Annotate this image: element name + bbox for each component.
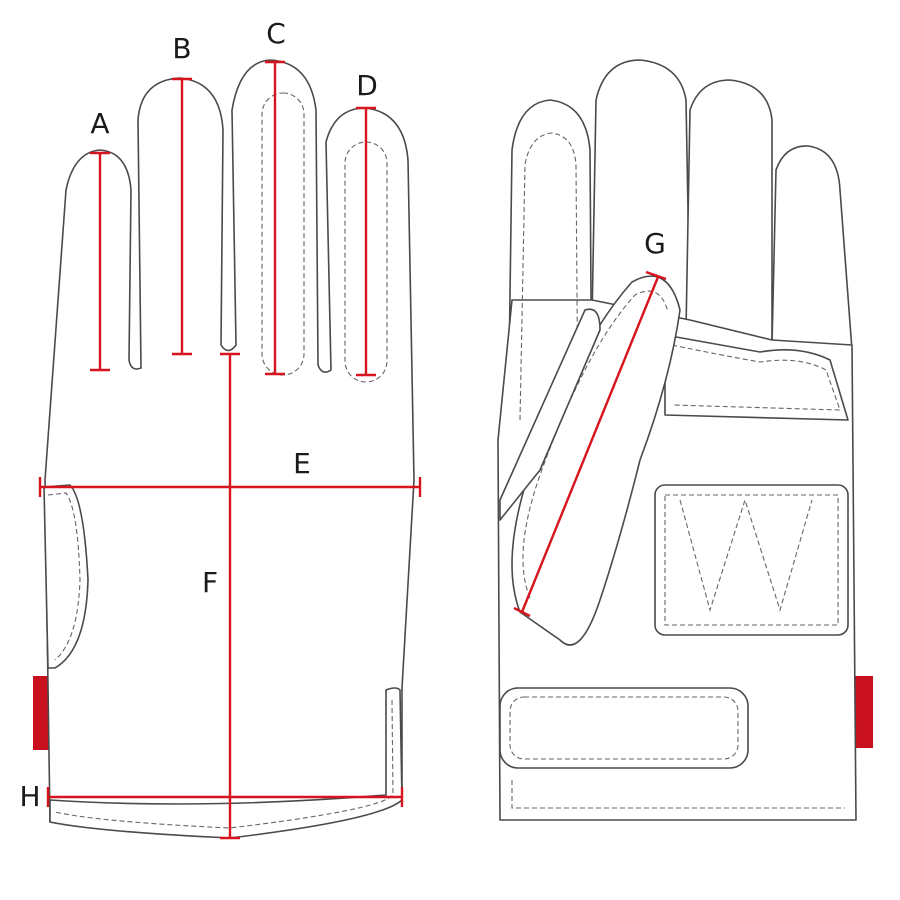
finger-3 [685, 79, 773, 341]
label-b: B [172, 32, 191, 65]
right-cuff-stitching [511, 780, 845, 809]
left-glove [33, 59, 415, 839]
right-glove [497, 59, 873, 821]
label-f: F [202, 566, 218, 599]
label-h: H [19, 780, 40, 813]
label-a: A [90, 107, 109, 140]
measurement-h [46, 787, 404, 807]
thumb-patch-stitching [47, 492, 81, 661]
thumb-inner-panel [499, 308, 601, 521]
label-c: C [266, 17, 286, 50]
velcro-strap-stitching [509, 696, 739, 760]
knuckle-pad [664, 334, 849, 421]
measurement-d [356, 106, 376, 377]
knuckle-pad-stitching [671, 344, 841, 411]
thumb-piece-stitching [522, 290, 669, 599]
velcro-strap[interactable] [499, 687, 749, 769]
measurement-g [513, 270, 667, 618]
knuckle-panel [654, 484, 849, 636]
measurement-f [220, 352, 240, 840]
finger-1-stitching [519, 132, 579, 421]
finger-2 [591, 59, 691, 321]
cuff-stitching [54, 699, 394, 829]
measurement-b [172, 77, 192, 356]
knuckle-panel-stitching [664, 494, 839, 626]
label-d: D [356, 69, 378, 102]
measurement-c [265, 60, 285, 376]
label-e: E [293, 447, 311, 480]
measurement-a [90, 151, 110, 372]
label-g: G [644, 227, 666, 260]
finger-4 [771, 145, 853, 351]
